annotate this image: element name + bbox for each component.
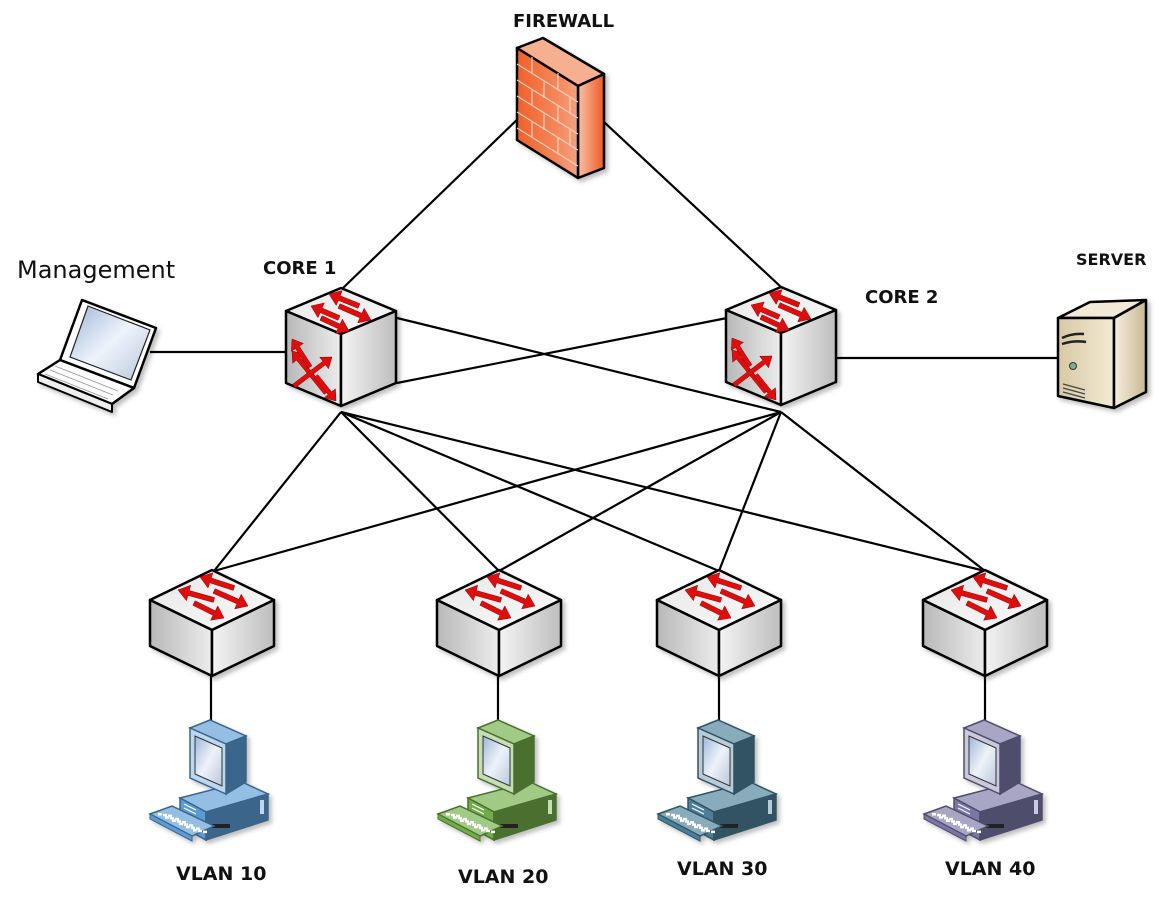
server-label: SERVER [1076, 250, 1147, 269]
access2-switch-icon[interactable] [435, 568, 563, 678]
arrows-icon [731, 289, 812, 401]
access4-switch-icon[interactable] [921, 568, 1049, 678]
vlan20-label: VLAN 20 [458, 866, 549, 888]
switch-right-face [983, 598, 1049, 678]
access3-switch-icon[interactable] [655, 568, 783, 678]
link-core2-access4 [780, 411, 986, 572]
management-label: Management [17, 256, 176, 284]
link-core1-core2-b [396, 316, 728, 385]
vlan10-label: VLAN 10 [176, 863, 267, 885]
arrows-icon [950, 572, 1022, 621]
server-icon[interactable] [1056, 298, 1148, 410]
vlan10-workstation-icon[interactable] [148, 719, 271, 842]
vlan40-label: VLAN 40 [945, 858, 1036, 880]
core1-switch-icon[interactable] [284, 286, 398, 408]
vlan30-label: VLAN 30 [677, 858, 768, 880]
core1-label: CORE 1 [263, 258, 337, 279]
firewall-icon[interactable] [515, 36, 606, 180]
link-core2-access1 [213, 410, 782, 573]
link-firewall-core2 [603, 121, 782, 288]
arrows-icon [464, 572, 536, 621]
core2-label: CORE 2 [865, 287, 939, 308]
link-firewall-core1 [342, 112, 525, 289]
switch-right-face [210, 598, 276, 678]
arrows-icon [177, 572, 249, 621]
switch-right-face [339, 309, 398, 408]
link-core1-access2 [340, 411, 500, 572]
link-core1-access3 [340, 410, 720, 573]
arrows-icon [291, 290, 372, 402]
link-core1-access4 [340, 410, 986, 573]
switch-right-face [497, 598, 563, 678]
link-core1-access1 [213, 411, 342, 572]
access1-switch-icon[interactable] [148, 568, 276, 678]
arrows-icon [684, 572, 756, 621]
vlan40-workstation-icon[interactable] [922, 719, 1045, 842]
switch-right-face [779, 308, 838, 407]
vlan20-workstation-icon[interactable] [436, 719, 559, 842]
vlan30-workstation-icon[interactable] [656, 719, 779, 842]
link-core2-access2 [498, 411, 782, 572]
core2-switch-icon[interactable] [724, 285, 838, 407]
firewall-label: FIREWALL [513, 11, 615, 32]
links [150, 112, 1058, 730]
link-core1-core2-a [396, 316, 782, 414]
laptop-icon[interactable] [36, 298, 158, 413]
switch-right-face [717, 598, 783, 678]
link-core2-access3 [717, 411, 783, 572]
